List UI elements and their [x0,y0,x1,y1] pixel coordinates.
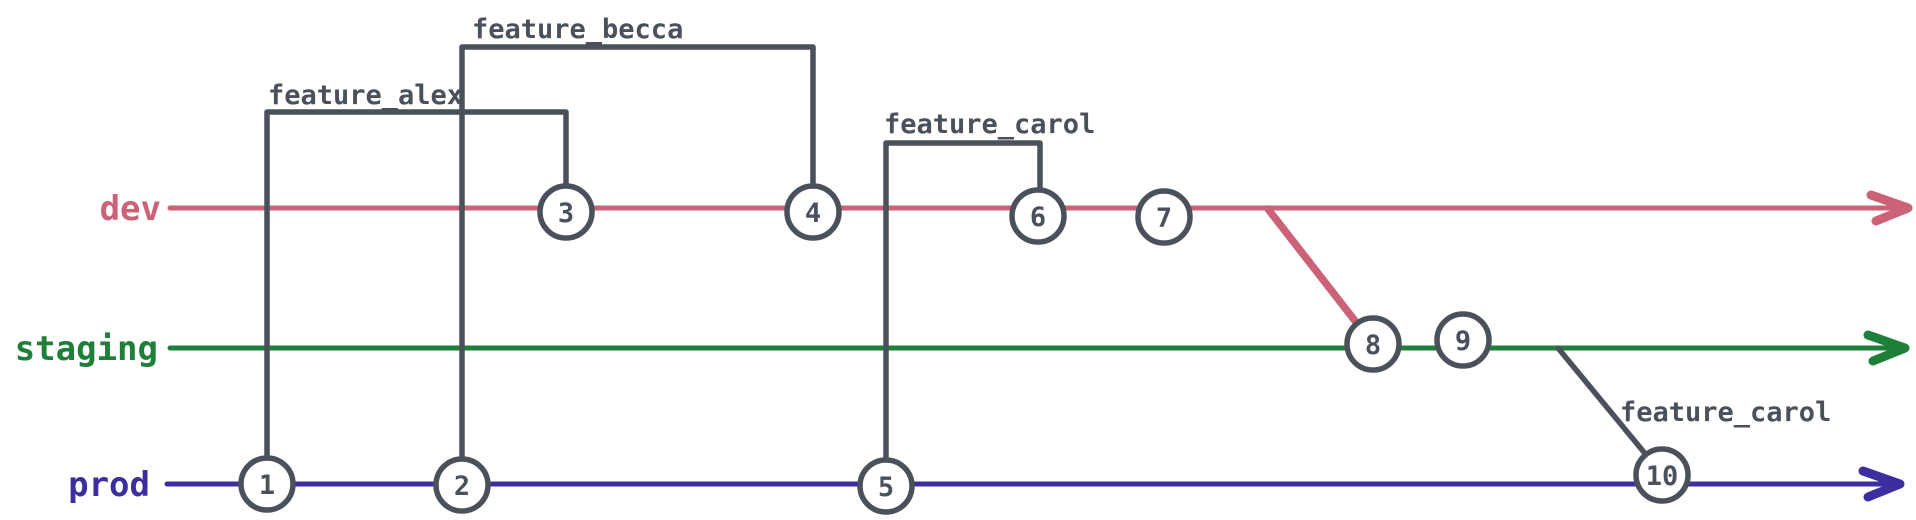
feature-label-feature-becca: feature_becca [472,14,683,45]
commit-number-10: 10 [1646,461,1679,492]
commit-node-9-circle [1434,311,1492,369]
commit-number-7: 7 [1156,203,1172,234]
feature-label-feature-carol-to-dev: feature_carol [884,109,1095,140]
commit-node-10-circle [1633,446,1691,504]
commit-node-2-circle [433,456,491,514]
commit-number-4: 4 [805,198,821,229]
commit-node-5-circle [857,457,915,515]
path-feature-carol-to-dev [883,140,1043,489]
commit-node-4-circle [784,183,842,241]
branch-label-prod: prod [68,465,150,505]
feature-label-feature-carol-to-prod: feature_carol [1620,397,1831,428]
branch-arrow-dev-icon [1866,190,1913,226]
commit-number-2: 2 [454,471,470,502]
commit-number-9: 9 [1455,326,1471,357]
commit-number-3: 3 [558,198,574,229]
commit-node-7-circle [1135,188,1193,246]
branch-arrow-staging-icon [1863,330,1910,366]
commit-node-3-circle [537,183,595,241]
commit-node-8-circle [1344,315,1402,373]
commit-number-6: 6 [1030,202,1046,233]
commit-number-5: 5 [878,472,894,503]
feature-label-feature-alex: feature_alex [268,80,463,111]
commit-node-6-circle [1009,187,1067,245]
commit-number-8: 8 [1365,330,1381,361]
commit-node-1-circle [238,455,296,513]
path-feature-becca [459,44,816,488]
commit-number-1: 1 [259,470,275,501]
branch-label-staging: staging [15,329,158,369]
branch-arrow-prod-icon [1858,466,1905,502]
branch-label-dev: dev [100,189,161,229]
path-feature-alex [264,109,569,487]
